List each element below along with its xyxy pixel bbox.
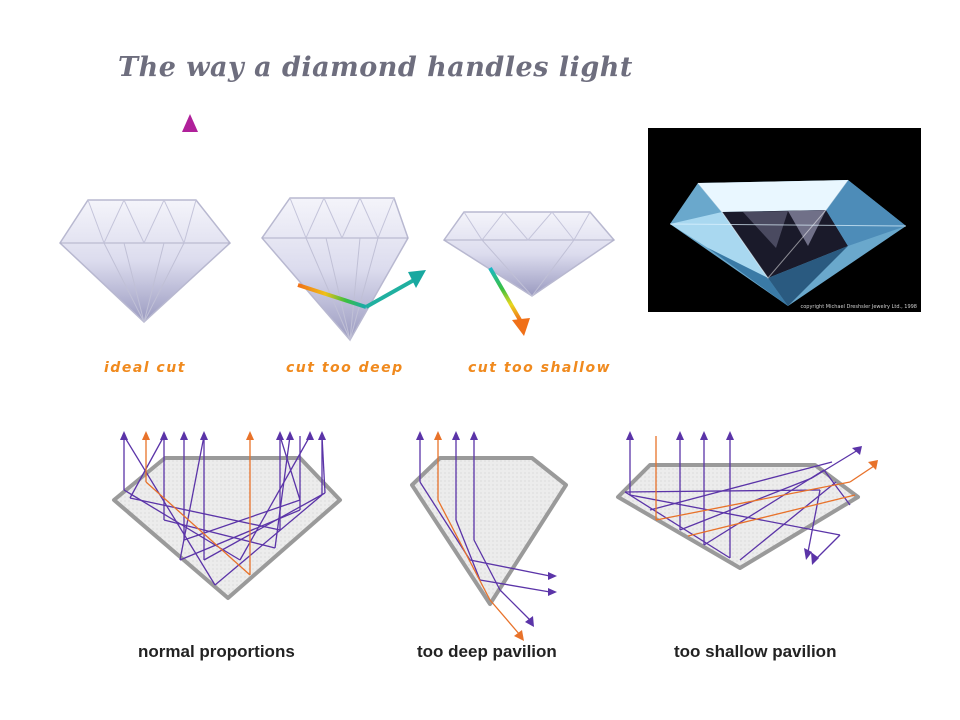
caption-cut-too-shallow: cut too shallow [468,360,612,376]
diagram-title: The way a diamond handles light [118,52,633,83]
deep-cut-diamond [261,196,409,342]
gem-image [669,179,907,306]
too-deep-pavilion-diagram [410,431,568,641]
caption-cut-too-deep: cut too deep [286,360,404,376]
shallow-cut-light-path [488,114,530,336]
diamond-photo: copyright Michael Dreshsler Jewelry Ltd.… [648,128,921,312]
photo-copyright: copyright Michael Dreshsler Jewelry Ltd.… [800,304,917,310]
normal-proportions-diagram [112,431,342,600]
too-shallow-pavilion-diagram [616,431,878,570]
ideal-cut-diamond [59,198,232,324]
deep-cut-light-path [296,116,426,309]
ideal-cut-light-path [96,114,198,274]
shallow-cut-diamond [442,211,616,297]
caption-too-deep-pavilion: too deep pavilion [417,642,557,661]
caption-too-shallow-pavilion: too shallow pavilion [674,642,837,661]
caption-ideal-cut: ideal cut [104,360,186,376]
caption-normal-proportions: normal proportions [138,642,295,661]
